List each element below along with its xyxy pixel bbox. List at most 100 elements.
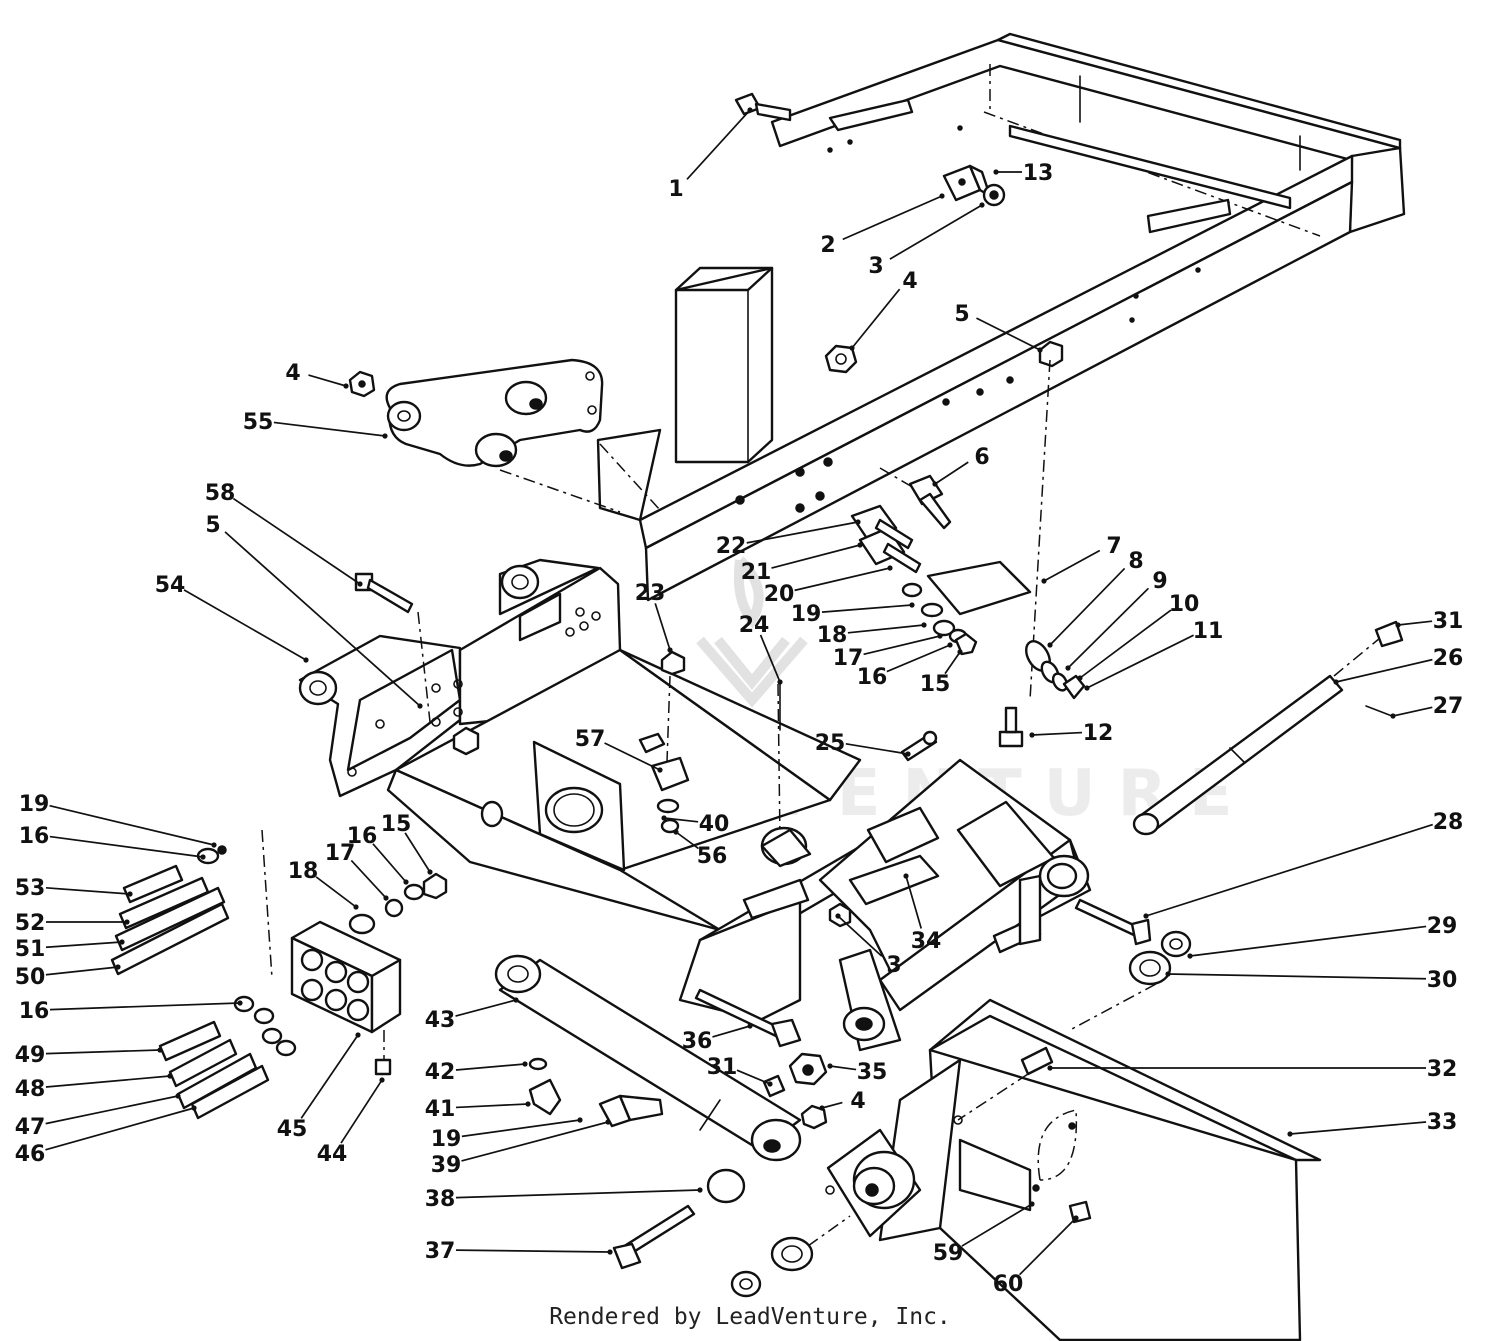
callout-dot: [1390, 713, 1396, 719]
callout-dot: [1047, 1065, 1053, 1071]
callout-number: 45: [277, 1117, 308, 1142]
callout-leader: [1086, 634, 1194, 689]
pin-26: [1132, 674, 1344, 836]
callout-leader: [372, 843, 407, 883]
callout-dot: [905, 751, 911, 757]
callout-number: 39: [431, 1153, 462, 1178]
callout-number: 19: [431, 1127, 462, 1152]
hydraulic-cylinder-43: [494, 954, 802, 1162]
callout-number: 50: [15, 965, 46, 990]
callout-number: 4: [850, 1089, 865, 1114]
callout-number: 24: [739, 613, 770, 638]
callout-55: 55: [243, 410, 388, 439]
callout-leader: [45, 1049, 161, 1055]
callout-number: 31: [1433, 609, 1464, 634]
callout-leader: [934, 461, 969, 485]
callout-26: 26: [1333, 646, 1463, 685]
callout-leader: [1049, 567, 1126, 646]
washer-40-and-nut-56: [656, 798, 680, 834]
main-beam: [386, 648, 862, 932]
callout-number: 35: [857, 1060, 888, 1085]
callout-number: 30: [1427, 968, 1458, 993]
callout-18a: 18: [817, 622, 927, 648]
callout-number: 6: [974, 445, 989, 470]
callout-9: 9: [1065, 569, 1168, 671]
main-frame: [596, 32, 1406, 602]
callout-dot: [903, 873, 909, 879]
callout-leader: [1167, 973, 1427, 980]
callout-number: 20: [764, 582, 795, 607]
callout-dot: [1333, 679, 1339, 685]
callout-dot: [957, 649, 963, 655]
callout-number: 25: [815, 731, 846, 756]
callout-57: 57: [575, 727, 663, 773]
callout-leader: [455, 1249, 611, 1253]
callout-dot: [937, 633, 943, 639]
callout-dot: [697, 1187, 703, 1193]
callout-dot: [979, 202, 985, 208]
callout-46: 46: [15, 1105, 197, 1167]
callout-dot: [947, 642, 953, 648]
callout-dot: [1041, 578, 1047, 584]
callout-dot: [1165, 971, 1171, 977]
callout-number: 59: [933, 1241, 964, 1266]
callout-leader: [1043, 549, 1101, 582]
callout-dot: [303, 657, 309, 663]
callout-dot: [124, 919, 130, 925]
callout-dot: [1047, 642, 1053, 648]
callout-leader: [905, 875, 923, 929]
callout-number: 12: [1083, 721, 1114, 746]
callout-10: 10: [1077, 592, 1199, 681]
clip-57: [638, 732, 690, 792]
callout-48: 48: [15, 1073, 173, 1102]
callout-leader: [315, 876, 357, 908]
callout-number: 57: [575, 727, 606, 752]
callout-number: 8: [1128, 549, 1143, 574]
callout-number: 34: [911, 929, 942, 954]
callout-number: 32: [1427, 1057, 1458, 1082]
callout-number: 15: [381, 812, 412, 837]
callout-leader: [686, 109, 751, 180]
callout-leader: [889, 204, 983, 260]
callout-2: 2: [820, 193, 945, 258]
callout-leader: [821, 604, 913, 613]
callout-leader: [1079, 609, 1172, 679]
callout-leader: [49, 804, 215, 846]
callout-19c: 19: [431, 1117, 583, 1152]
callout-1: 1: [668, 107, 753, 202]
callout-leader: [455, 1063, 526, 1071]
callout-dot: [357, 581, 363, 587]
nut-4-lower: [800, 1104, 828, 1130]
callout-dot: [777, 679, 783, 685]
callout-leader: [712, 1025, 751, 1038]
callout-number: 46: [15, 1142, 46, 1167]
callout-28: 28: [1143, 810, 1463, 919]
callout-dot: [1077, 675, 1083, 681]
fittings-50-53: [110, 864, 230, 976]
callout-dot: [522, 1061, 528, 1067]
fitting-41-42: [528, 1057, 562, 1116]
washer-29: [1160, 930, 1192, 958]
callout-37: 37: [425, 1239, 613, 1264]
callout-leader: [1145, 823, 1433, 917]
nut-5-lower: [452, 726, 480, 756]
callout-13: 13: [993, 161, 1053, 186]
callout-number: 36: [682, 1029, 713, 1054]
callout-number: 53: [15, 876, 46, 901]
callout-56: 56: [673, 829, 727, 869]
callout-number: 9: [1152, 569, 1167, 594]
callout-5a: 5: [954, 302, 1043, 353]
callout-dot: [167, 1073, 173, 1079]
callout-16b: 16: [19, 824, 206, 860]
callout-dot: [200, 854, 206, 860]
callout-dot: [211, 842, 217, 848]
callout-leader: [863, 635, 941, 656]
callout-leader: [308, 374, 347, 387]
callout-leader: [273, 421, 386, 437]
callout-leader: [961, 1203, 1033, 1247]
callout-dot: [673, 829, 679, 835]
callout-number: 54: [155, 573, 186, 598]
callout-dot: [1029, 1201, 1035, 1207]
callout-number: 41: [425, 1097, 456, 1122]
